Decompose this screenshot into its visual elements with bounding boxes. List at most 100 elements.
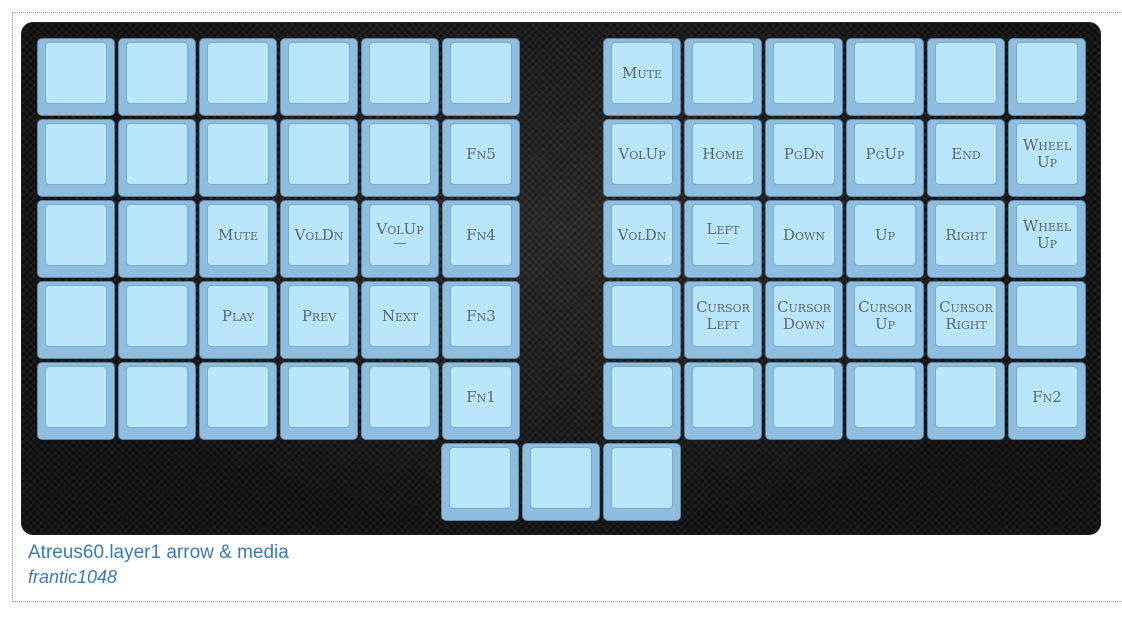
key[interactable]: Left— xyxy=(684,200,762,278)
key[interactable]: Home xyxy=(684,119,762,197)
key[interactable] xyxy=(199,119,277,197)
key[interactable] xyxy=(118,119,196,197)
key[interactable]: Cursor Right xyxy=(927,281,1005,359)
key[interactable] xyxy=(199,362,277,440)
key[interactable] xyxy=(684,38,762,116)
keycap: PgDn xyxy=(773,123,835,185)
key[interactable]: End xyxy=(927,119,1005,197)
keycap xyxy=(126,366,188,428)
key[interactable] xyxy=(765,38,843,116)
keycap xyxy=(207,42,269,104)
key[interactable]: Fn5 xyxy=(442,119,520,197)
key[interactable] xyxy=(361,38,439,116)
key[interactable] xyxy=(118,38,196,116)
key[interactable]: Fn4 xyxy=(442,200,520,278)
key-legend: Mute xyxy=(218,225,258,244)
keycap xyxy=(611,285,673,347)
keycap xyxy=(692,366,754,428)
keycap xyxy=(126,285,188,347)
key[interactable] xyxy=(846,362,924,440)
key[interactable]: Prev xyxy=(280,281,358,359)
key-legend: End xyxy=(951,144,981,163)
key[interactable]: PgDn xyxy=(765,119,843,197)
key[interactable] xyxy=(765,362,843,440)
key[interactable] xyxy=(1008,281,1086,359)
key[interactable] xyxy=(603,362,681,440)
key-legend: Wheel Up xyxy=(1022,217,1072,252)
key[interactable] xyxy=(361,119,439,197)
key-sublegend: — xyxy=(393,235,407,251)
keycap xyxy=(369,123,431,185)
keycap: Cursor Right xyxy=(935,285,997,347)
key[interactable] xyxy=(927,38,1005,116)
key[interactable]: Right xyxy=(927,200,1005,278)
key[interactable] xyxy=(280,38,358,116)
key[interactable] xyxy=(37,38,115,116)
key[interactable] xyxy=(37,119,115,197)
keycap xyxy=(207,123,269,185)
key[interactable]: VolDn xyxy=(603,200,681,278)
key[interactable]: VolUp xyxy=(603,119,681,197)
key-legend: PgDn xyxy=(783,144,825,163)
key[interactable]: Cursor Down xyxy=(765,281,843,359)
key[interactable]: Up xyxy=(846,200,924,278)
key[interactable] xyxy=(441,443,519,521)
key[interactable] xyxy=(118,200,196,278)
key[interactable] xyxy=(927,362,1005,440)
key-legend: Down xyxy=(783,225,825,244)
keycap xyxy=(1016,285,1078,347)
keycap: Fn3 xyxy=(450,285,512,347)
key[interactable]: Wheel Up xyxy=(1008,119,1086,197)
key[interactable] xyxy=(1008,38,1086,116)
keycap xyxy=(611,447,673,509)
key[interactable] xyxy=(522,443,600,521)
keycap: Left— xyxy=(692,204,754,266)
key[interactable] xyxy=(361,362,439,440)
key[interactable]: Fn1 xyxy=(442,362,520,440)
key[interactable] xyxy=(603,281,681,359)
key[interactable] xyxy=(280,362,358,440)
key[interactable]: Fn2 xyxy=(1008,362,1086,440)
key[interactable]: VolDn xyxy=(280,200,358,278)
key[interactable]: Mute xyxy=(199,200,277,278)
key[interactable]: PgUp xyxy=(846,119,924,197)
key[interactable] xyxy=(118,362,196,440)
key[interactable] xyxy=(199,38,277,116)
key[interactable] xyxy=(442,38,520,116)
keycap: Cursor Down xyxy=(773,285,835,347)
key[interactable]: VolUp— xyxy=(361,200,439,278)
key[interactable]: Wheel Up xyxy=(1008,200,1086,278)
key[interactable] xyxy=(37,200,115,278)
key[interactable] xyxy=(846,38,924,116)
key[interactable]: Play xyxy=(199,281,277,359)
keycap: Fn5 xyxy=(450,123,512,185)
keycap: VolDn xyxy=(288,204,350,266)
key[interactable]: Cursor Up xyxy=(846,281,924,359)
key[interactable]: Down xyxy=(765,200,843,278)
keycap: Down xyxy=(773,204,835,266)
key[interactable]: Fn3 xyxy=(442,281,520,359)
key-legend: Left xyxy=(706,219,740,238)
keycap: Mute xyxy=(611,42,673,104)
key-legend: Home xyxy=(702,144,744,163)
key[interactable] xyxy=(280,119,358,197)
layout-title-link[interactable]: Atreus60.layer1 arrow & media xyxy=(28,542,289,563)
key-legend: Fn1 xyxy=(466,387,496,406)
key[interactable] xyxy=(118,281,196,359)
key-legend: Right xyxy=(945,225,987,244)
key-legend: Play xyxy=(221,306,255,325)
key[interactable] xyxy=(37,362,115,440)
key[interactable] xyxy=(37,281,115,359)
key-legend: Next xyxy=(381,306,419,325)
key[interactable] xyxy=(603,443,681,521)
key[interactable]: Mute xyxy=(603,38,681,116)
key[interactable]: Cursor Left xyxy=(684,281,762,359)
key-legend: Fn2 xyxy=(1032,387,1062,406)
key[interactable]: Next xyxy=(361,281,439,359)
key-legend: Cursor Right xyxy=(939,298,993,333)
key[interactable] xyxy=(684,362,762,440)
keycap xyxy=(45,42,107,104)
keycap xyxy=(288,123,350,185)
layout-author[interactable]: frantic1048 xyxy=(28,567,118,587)
keycap: Prev xyxy=(288,285,350,347)
